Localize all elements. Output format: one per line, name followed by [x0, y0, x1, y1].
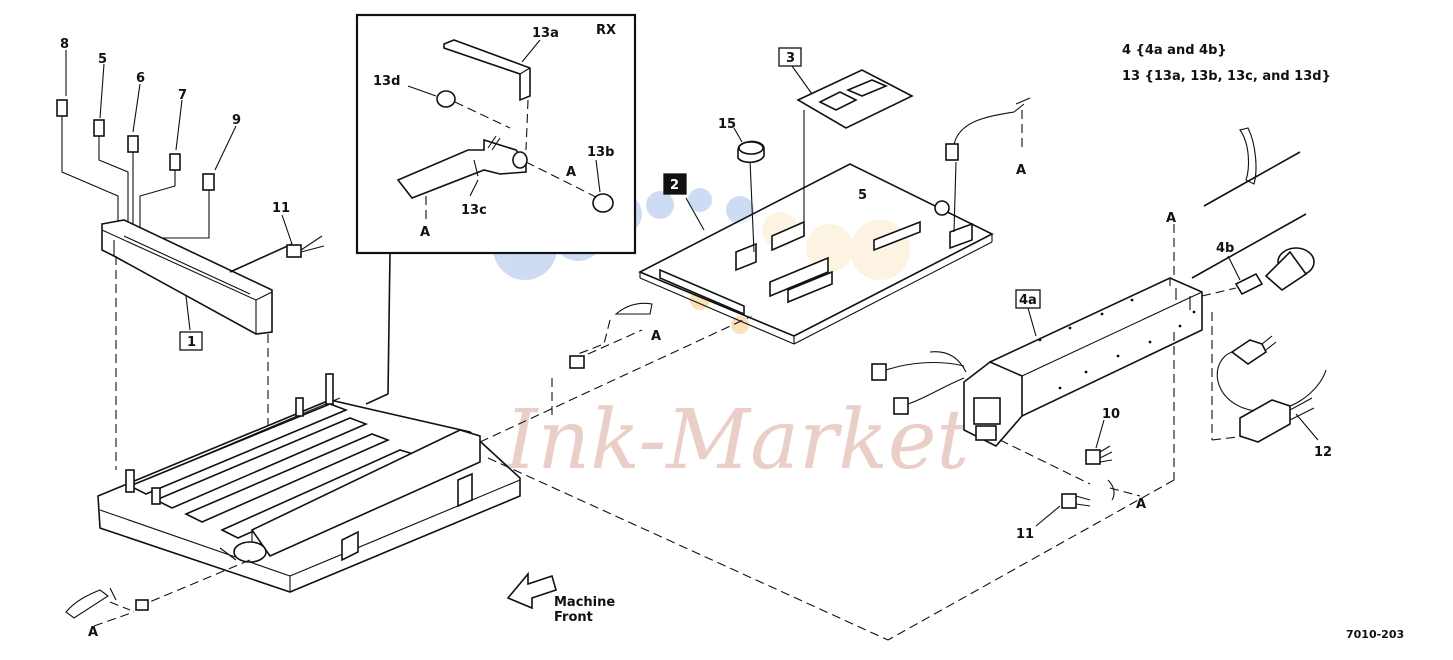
label-11-right: 11: [1016, 527, 1034, 542]
inset-title: RX: [596, 23, 616, 38]
inset-frame: [355, 13, 637, 255]
watermark-dot: [731, 316, 749, 334]
bracket-1: [101, 219, 273, 335]
connector-7: [169, 153, 181, 171]
connector-11-right: 11 A: [1016, 479, 1146, 542]
label-4b: 4b: [1216, 241, 1234, 256]
inset-rx: RX 13a 13d 13b 13c A A: [355, 13, 637, 255]
label-a-psu: A: [1166, 211, 1176, 226]
machine-front-arrow: Machine Front: [506, 571, 615, 625]
machine-front-line-1: Machine: [554, 595, 615, 610]
label-7: 7: [178, 88, 187, 103]
base-tray: [97, 315, 889, 641]
label-13d: 13d: [373, 74, 400, 89]
connector-10: 10: [1085, 407, 1120, 465]
main-board: 2 5: [638, 110, 994, 345]
label-10: 10: [1102, 407, 1120, 422]
watermark-text: Ink-Market: [503, 393, 970, 488]
callout-box-2: [663, 173, 687, 195]
callout-box-1: [179, 331, 203, 351]
label-9: 9: [232, 113, 241, 128]
top-right-cable: [1191, 127, 1307, 279]
label-4a: 4a: [1019, 293, 1037, 308]
connector-8: [56, 99, 68, 117]
label-3: 3: [786, 51, 795, 66]
figure-number: 7010-203: [1346, 628, 1404, 641]
power-cord-12: 12: [1216, 335, 1332, 460]
part-13b: [592, 193, 614, 213]
bottom-left-connector: A: [65, 587, 149, 640]
callout-box-3: [778, 47, 802, 67]
middle-cable: A: [551, 302, 661, 420]
connector-5: [93, 119, 105, 137]
label-8: 8: [60, 37, 69, 52]
fuse-4b: 4b: [1201, 241, 1315, 297]
label-a-bottom-left: A: [88, 625, 98, 640]
left-cluster: 8 5 6 7 9 11 1: [56, 37, 325, 480]
part-13d: [436, 90, 456, 108]
label-5-board: 5: [858, 188, 867, 203]
header-note-4: 4 {4a and 4b}: [1122, 43, 1227, 58]
label-12: 12: [1314, 445, 1332, 460]
label-15: 15: [718, 117, 736, 132]
label-13b: 13b: [587, 145, 614, 160]
label-a-inset-2: A: [420, 225, 430, 240]
connector-9: [202, 173, 215, 191]
arrow-icon: [506, 571, 557, 610]
label-1: 1: [187, 335, 196, 350]
label-a-bottom-right: A: [1136, 497, 1146, 512]
label-13c: 13c: [461, 203, 487, 218]
part-15: 15: [718, 117, 765, 164]
power-supply-4a: 4a A: [871, 211, 1247, 641]
label-6: 6: [136, 71, 145, 86]
watermark-dot: [688, 188, 712, 212]
connector-6: [127, 135, 139, 153]
cable-11-left: [286, 244, 302, 258]
machine-front-line-2: Front: [554, 610, 593, 625]
label-a-inset-1: A: [566, 165, 576, 180]
label-13a: 13a: [532, 26, 559, 41]
cover-13a: [443, 39, 531, 102]
header-note-13: 13 {13a, 13b, 13c, and 13d}: [1122, 69, 1331, 84]
board-2: [638, 163, 994, 337]
label-a-top-right: A: [1016, 163, 1026, 178]
label-11-left: 11: [272, 201, 290, 216]
label-2: 2: [670, 178, 679, 193]
board-cable: A: [945, 97, 1031, 178]
label-a-middle: A: [651, 329, 661, 344]
inset-leader: [387, 251, 391, 395]
part-3: 3: [778, 47, 914, 129]
label-5: 5: [98, 52, 107, 67]
watermark-dot: [646, 191, 674, 219]
